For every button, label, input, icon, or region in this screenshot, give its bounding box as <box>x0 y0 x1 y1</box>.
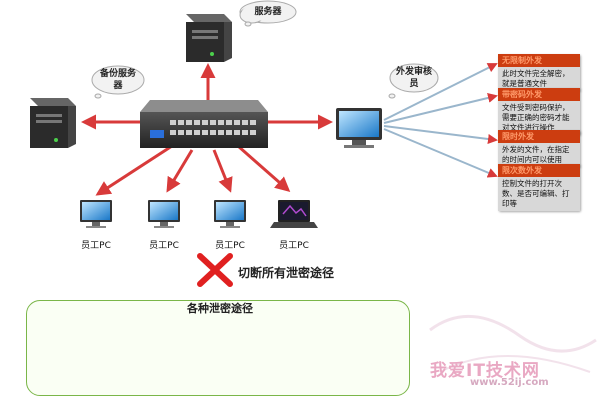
watermark-text: 我爱IT技术网 <box>430 361 540 381</box>
pc-monitor-icon <box>148 200 180 228</box>
leak-channels-box <box>26 300 410 396</box>
server-icon <box>186 14 232 62</box>
panel-body: 外发的文件，在指定的时间内可以使用 <box>498 143 580 167</box>
watermark-url: www.52ij.com <box>470 377 549 388</box>
panel-title: 限次数外发 <box>498 164 580 177</box>
audit-label: 外发审核员 <box>396 67 433 89</box>
laptop-icon <box>270 200 318 228</box>
outbound-option-panel: 限时外发 外发的文件，在指定的时间内可以使用 <box>498 130 580 167</box>
audit-cloud <box>388 63 439 99</box>
audit-monitor-icon <box>336 108 382 148</box>
arrow-to-pc2 <box>166 149 194 193</box>
outbound-option-panel: 无限制外发 此时文件完全解密，就是普通文件 <box>498 54 580 91</box>
pc-label: 员工PC <box>81 241 111 251</box>
watermark-logo-icon <box>429 314 597 373</box>
cut-off-label: 切断所有泄密途径 <box>238 266 335 280</box>
outbound-option-panel: 带密码外发 文件受到密码保护，需要正确的密码才能对文件进行操作 <box>498 88 580 135</box>
arrow-to-pc4 <box>237 144 291 192</box>
panel-title: 限时外发 <box>498 130 580 143</box>
panel-title: 无限制外发 <box>498 54 580 67</box>
arrow-to-pc3 <box>212 149 233 193</box>
pc-monitor-icon <box>214 200 246 228</box>
outbound-option-panel: 限次数外发 控制文件的打开次数、是否可编辑、打印等 <box>498 164 580 211</box>
server-label: 服务器 <box>254 7 282 17</box>
server-cloud <box>239 0 297 27</box>
cut-off-x-icon <box>195 251 235 289</box>
pc-label: 员工PC <box>215 241 245 251</box>
pc-label: 员工PC <box>279 241 309 251</box>
network-switch-icon <box>140 100 268 148</box>
backup-cloud <box>91 65 145 99</box>
arrow-to-pc1 <box>95 144 173 196</box>
backup-server-label: 备份服务器 <box>99 69 136 91</box>
backup-server-icon <box>30 98 76 148</box>
panel-body: 控制文件的打开次数、是否可编辑、打印等 <box>498 177 580 211</box>
panel-title: 带密码外发 <box>498 88 580 101</box>
pc-monitor-icon <box>80 200 112 228</box>
arrows <box>81 63 498 196</box>
pc-label: 员工PC <box>149 241 179 251</box>
panel-body: 此时文件完全解密，就是普通文件 <box>498 67 580 91</box>
panel-body: 文件受到密码保护，需要正确的密码才能对文件进行操作 <box>498 101 580 135</box>
leak-channels-title: 各种泄密途径 <box>187 302 253 315</box>
